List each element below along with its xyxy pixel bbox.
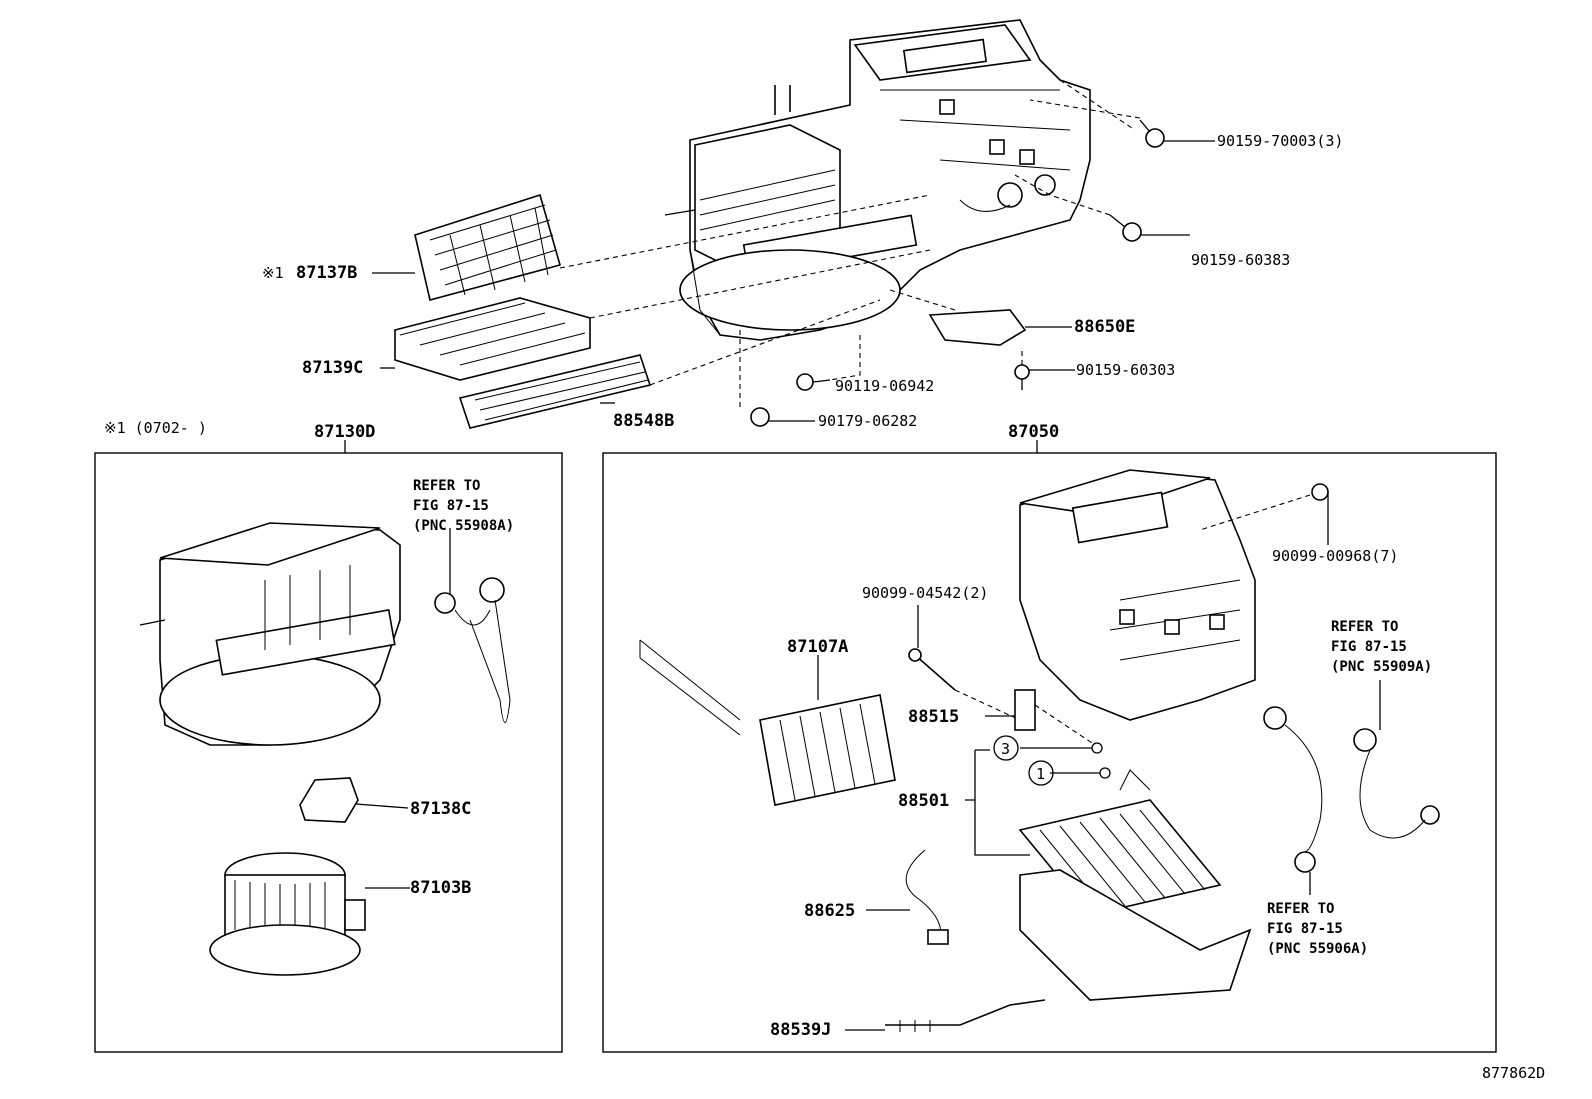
label-87138C: 87138C	[410, 799, 471, 819]
refer-note-left-line1: REFER TO	[413, 478, 480, 494]
label-90159-60383: 90159-60383	[1191, 251, 1290, 269]
resistor-87138C-icon	[299, 777, 359, 823]
label-88539J: 88539J	[770, 1020, 831, 1040]
heater-case-87050-icon	[1019, 469, 1256, 721]
label-90099-04542: 90099-04542(2)	[862, 584, 988, 602]
label-87139C: 87139C	[302, 358, 363, 378]
refer-note-right-bottom-line1: REFER TO	[1267, 901, 1334, 917]
label-87103B: 87103B	[410, 878, 471, 898]
footnote: ※1 (0702- )	[104, 419, 207, 437]
circle-marker-1: 1	[1028, 760, 1054, 786]
screw-90159-70003-icon	[1139, 119, 1165, 148]
resistor-88650E-icon	[928, 309, 1027, 346]
refer-note-right-top-line2: FIG 87-15	[1331, 639, 1407, 655]
screw-90159-60383-icon	[1109, 214, 1142, 242]
refer-note-right-bottom-line2: FIG 87-15	[1267, 921, 1343, 937]
heater-core-87107A-icon	[639, 639, 896, 806]
heater-blower-assembly	[664, 19, 1091, 341]
figure-id: 877862D	[1482, 1064, 1545, 1082]
label-87137B: 87137B	[296, 263, 357, 283]
label-90159-60303: 90159-60303	[1076, 361, 1175, 379]
leader-lines	[355, 140, 1215, 889]
svg-text:3: 3	[1001, 740, 1010, 758]
refer-note-right-bottom-line3: (PNC 55906A)	[1267, 941, 1368, 957]
label-87050: 87050	[1008, 422, 1059, 442]
servo-motor-left-icon	[434, 528, 511, 723]
lower-case-icon	[1019, 869, 1252, 1001]
screw-90099-04542-icon	[908, 605, 1021, 721]
refer-note-right-top-line1: REFER TO	[1331, 619, 1398, 635]
svg-text:1: 1	[1036, 765, 1045, 783]
label-90119-06942: 90119-06942	[835, 377, 934, 395]
group-box-87050	[602, 452, 1497, 1053]
screw-90119-06942-icon	[796, 373, 831, 391]
label-88650E: 88650E	[1074, 317, 1135, 337]
filter-cover-87137B-icon	[414, 193, 561, 301]
label-90159-70003: 90159-70003(3)	[1217, 132, 1343, 150]
thermistor-88625-icon	[866, 849, 949, 945]
blower-motor-87103B-icon	[209, 852, 366, 976]
servo-motors-right-icon	[1263, 680, 1440, 895]
label-88548B: 88548B	[613, 411, 674, 431]
label-90179-06282: 90179-06282	[818, 412, 917, 430]
screw-90159-60303-icon	[1014, 364, 1030, 390]
drain-hose-88539J-icon	[845, 999, 1046, 1032]
label-87107A: 87107A	[787, 637, 848, 657]
label-88515: 88515	[908, 707, 959, 727]
label-88501: 88501	[898, 791, 949, 811]
blower-case-87130D-icon	[139, 522, 401, 746]
label-88625: 88625	[804, 901, 855, 921]
nut-90179-06282-icon	[750, 407, 770, 427]
label-90099-00968: 90099-00968(7)	[1272, 547, 1398, 565]
mark-87137B: ※1	[262, 264, 284, 282]
filter-87139C-icon	[394, 297, 591, 381]
refer-note-right-top-line3: (PNC 55909A)	[1331, 659, 1432, 675]
label-87130D: 87130D	[314, 422, 375, 442]
expansion-valve-88515-icon	[985, 689, 1096, 746]
guide-lines-top	[559, 79, 1141, 410]
circle-marker-3: 3	[993, 735, 1019, 761]
refer-note-left-line3: (PNC 55908A)	[413, 518, 514, 534]
group-box-87130D	[94, 452, 563, 1053]
refer-note-left-line2: FIG 87-15	[413, 498, 489, 514]
screw-90099-00968-icon	[1199, 483, 1329, 545]
